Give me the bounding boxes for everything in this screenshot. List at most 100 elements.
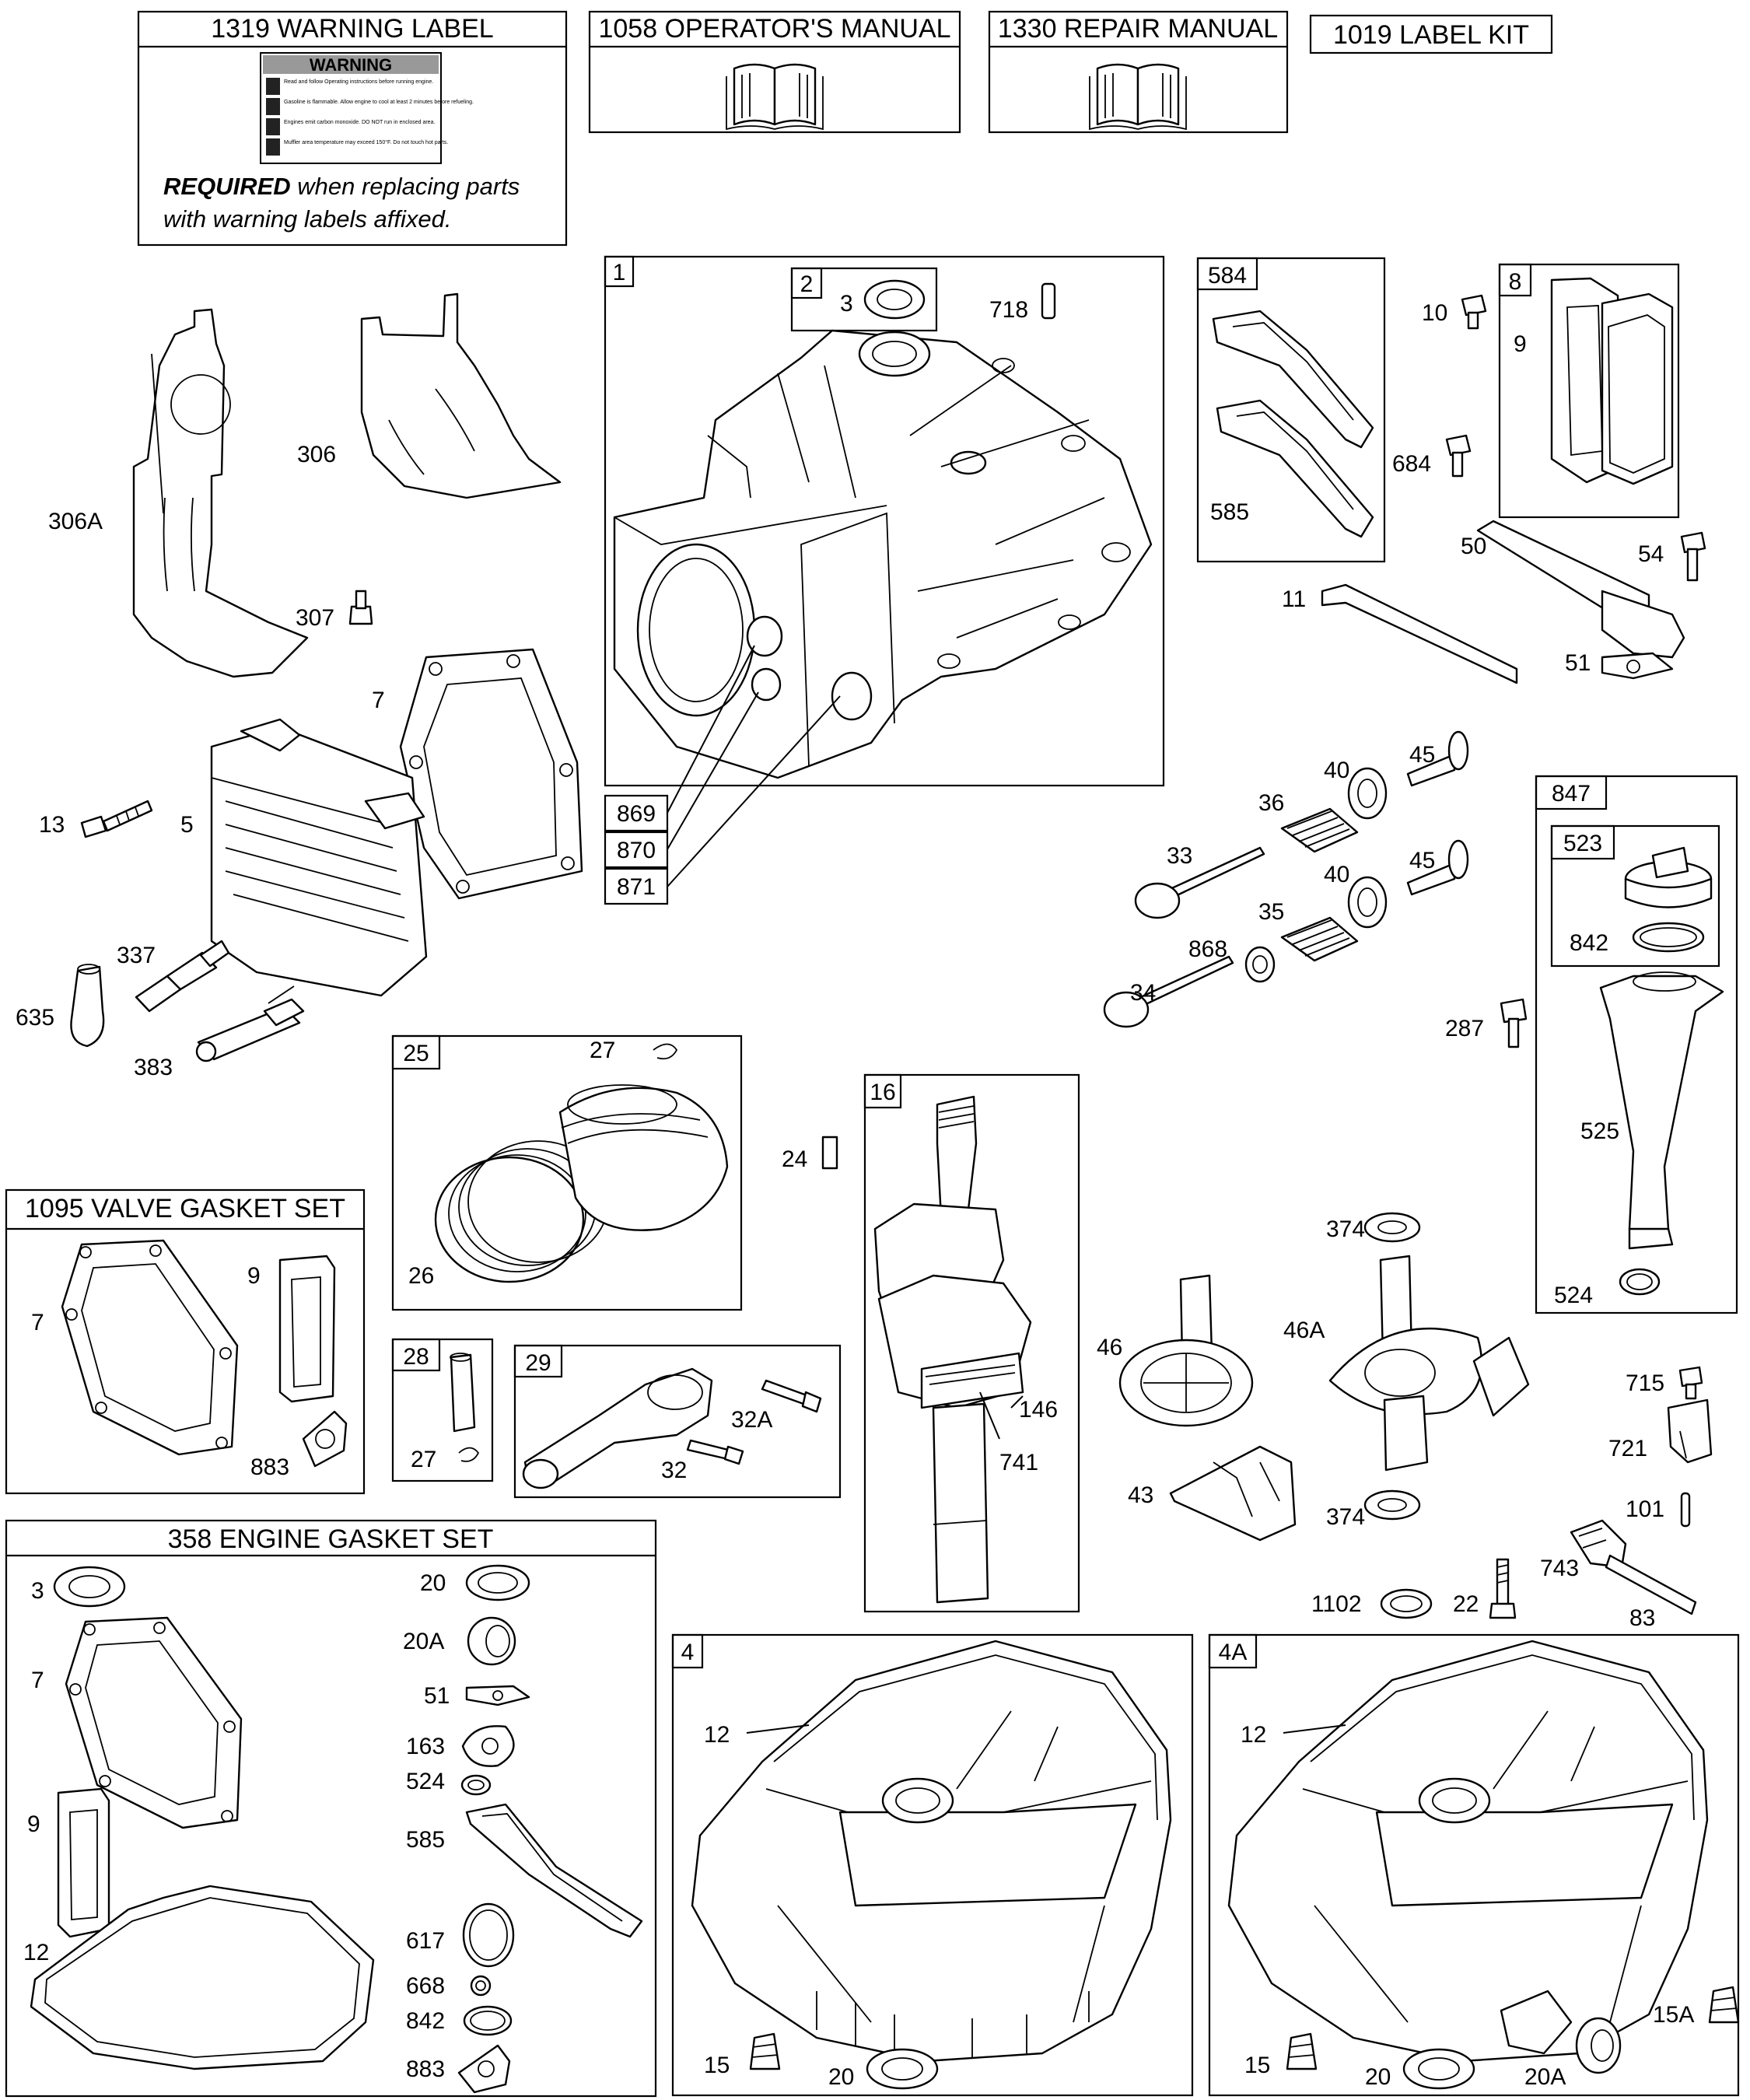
piston-25 [558, 1084, 729, 1231]
spring-36 [1280, 807, 1359, 853]
callout-1102: 1102 [1311, 1591, 1362, 1617]
callout-83: 83 [1629, 1605, 1655, 1631]
label-kit-panel: 1019 LABEL KIT [1309, 14, 1553, 54]
callout-374: 374 [1326, 1504, 1365, 1530]
callout-524: 524 [406, 1769, 445, 1794]
spark-plug-337 [135, 940, 230, 1013]
callout-27: 27 [411, 1447, 436, 1472]
gasket-585 [1216, 399, 1374, 538]
callout-524: 524 [1554, 1283, 1593, 1308]
callout-40: 40 [1324, 758, 1349, 783]
callout-718: 718 [989, 297, 1028, 323]
screw-10 [1461, 294, 1487, 330]
callout-883: 883 [406, 2056, 445, 2082]
camshaft-46 [1118, 1274, 1254, 1427]
screw-22 [1489, 1558, 1517, 1619]
clip-27 [653, 1043, 678, 1060]
valve-gasket-set-panel: 1095 VALVE GASKET SET 7 9 883 [5, 1188, 366, 1495]
callout-3: 3 [840, 291, 853, 317]
callout-684: 684 [1392, 451, 1431, 477]
dipstick-tube-525 [1599, 971, 1724, 1250]
baffle-306 [360, 292, 562, 499]
callout-24: 24 [782, 1146, 807, 1172]
seal-1102 [1380, 1588, 1433, 1619]
piston-pin-28 [450, 1353, 476, 1433]
callout-45: 45 [1409, 742, 1435, 768]
o-ring-842 [1632, 922, 1705, 953]
rod-11 [1321, 583, 1518, 684]
callout-842: 842 [1570, 930, 1608, 956]
crankcase-1 [613, 329, 1153, 779]
camshaft-46A [1328, 1255, 1530, 1472]
key-24 [821, 1136, 838, 1170]
callout-36: 36 [1258, 790, 1284, 816]
callout-5: 5 [180, 812, 194, 838]
callout-22: 22 [1453, 1591, 1479, 1617]
box-tag-29: 29 [525, 1350, 551, 1376]
callout-32A: 32A [731, 1407, 772, 1433]
pin-718 [1041, 282, 1056, 320]
box-tag-8: 8 [1509, 269, 1522, 295]
valve-cap-45a [1406, 730, 1469, 787]
box-tag-4: 4 [681, 1640, 695, 1665]
screw-54 [1680, 531, 1706, 582]
callout-51: 51 [424, 1683, 450, 1709]
box-tag-871: 871 [617, 874, 656, 900]
box-tag-584: 584 [1208, 263, 1247, 289]
clip-27b [458, 1447, 480, 1462]
tube-50 [1476, 520, 1685, 659]
callout-12: 12 [704, 1722, 730, 1748]
callout-26: 26 [408, 1263, 434, 1289]
callout-741: 741 [999, 1450, 1038, 1475]
head-gasket-7 [399, 648, 583, 900]
box-tag-25: 25 [403, 1041, 429, 1066]
callout-337: 337 [117, 943, 156, 968]
callout-287: 287 [1445, 1016, 1484, 1041]
box-tag-2: 2 [800, 271, 814, 297]
callout-306A: 306A [48, 509, 103, 534]
callout-743: 743 [1540, 1556, 1579, 1581]
cylinder-head-5 [210, 718, 428, 997]
plug-15A [1708, 1986, 1740, 2024]
warning-label-header: 1319 WARNING LABEL [211, 14, 493, 44]
callout-13: 13 [39, 812, 65, 838]
box-tag-523: 523 [1563, 831, 1602, 856]
valve-retainer-40b [1347, 876, 1388, 929]
engine-gasket-set-header: 358 ENGINE GASKET SET [168, 1524, 494, 1554]
callout-46A: 46A [1283, 1318, 1325, 1343]
warning-sticker-line: Read and follow Operating instructions b… [284, 79, 433, 85]
callout-9: 9 [1514, 331, 1527, 357]
box-tag-870: 870 [617, 838, 656, 863]
box-tag-28: 28 [403, 1344, 429, 1370]
dipstick-cap-523 [1624, 846, 1713, 908]
warning-note-rest: when replacing parts [291, 173, 520, 200]
callout-715: 715 [1626, 1370, 1664, 1396]
valve-cap-45b [1406, 839, 1469, 896]
operators-manual-header: 1058 OPERATOR'S MANUAL [598, 14, 950, 44]
cover-8 [1601, 292, 1674, 485]
callout-163: 163 [406, 1734, 445, 1759]
oil-seal-3 [863, 279, 926, 320]
callout-27: 27 [590, 1038, 615, 1063]
callout-11: 11 [1282, 586, 1306, 612]
warning-sticker-line: Muffler area temperature may exceed 150°… [284, 139, 448, 145]
callout-10: 10 [1422, 300, 1447, 326]
governor-43 [1169, 1445, 1297, 1542]
seal-20b [1402, 2048, 1475, 2090]
callout-635: 635 [16, 1005, 54, 1031]
callout-20: 20 [1365, 2064, 1391, 2090]
spark-plug-boot-635 [70, 964, 105, 1048]
callout-585: 585 [1210, 499, 1249, 525]
required-word: REQUIRED [163, 173, 291, 200]
sump-4 [691, 1640, 1172, 2063]
callout-146: 146 [1019, 1397, 1058, 1423]
callout-868: 868 [1188, 936, 1227, 962]
valve-34 [1103, 955, 1234, 1028]
box-tag-847: 847 [1552, 781, 1591, 807]
plug-boxes: 869 870 871 [604, 645, 841, 905]
valve-33 [1134, 846, 1265, 919]
o-ring-524 [1619, 1268, 1661, 1296]
callout-668: 668 [406, 1973, 445, 1999]
callout-20: 20 [420, 1570, 446, 1596]
callout-307: 307 [296, 605, 334, 631]
